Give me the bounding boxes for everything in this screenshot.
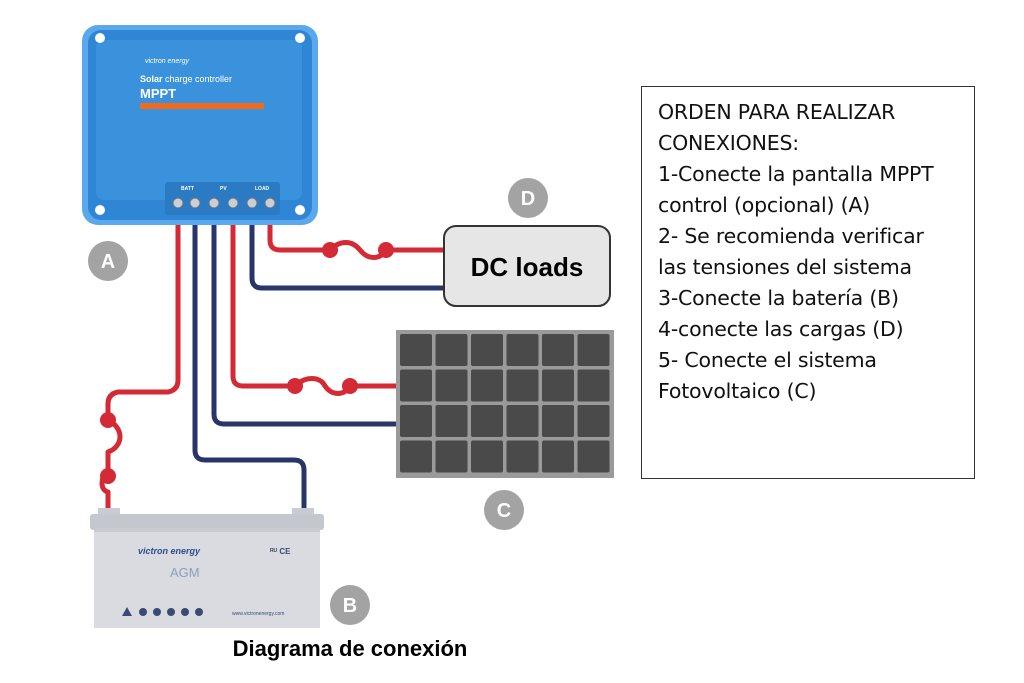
instruction-line: 2- Se recomienda verificar [658,224,924,248]
solar-cell [577,405,610,437]
wires [99,202,449,515]
svg-text:B: B [343,595,357,617]
solar-cells [400,334,610,473]
instruction-line: control (opcional) (A) [658,193,871,217]
battery-url: www.victronenergy.com [232,611,284,617]
pv-positive-wire [230,202,401,396]
solar-cell [506,440,539,473]
svg-text:C: C [497,500,511,522]
solar-cell [471,334,503,366]
controller-subtitle: charge controller [163,74,233,84]
solar-cell [577,440,610,473]
solar-cell [400,334,432,366]
battery-brand: victron energy [138,546,201,556]
load-positive-wire [267,202,449,260]
diagram-caption: Diagrama de conexión [232,636,468,661]
solar-cell [400,440,432,473]
instruction-line: Fotovoltaico (C) [658,379,817,403]
badge-a: A [88,241,128,281]
battery: victron energy ᴿᵁ CE AGM www.victronener… [90,508,324,628]
instruction-line: las tensiones del sistema [658,255,912,279]
instruction-line: 5- Conecte el sistema [658,348,877,372]
battery-negative-wire [192,202,307,515]
solar-cell [471,405,503,437]
load-fuse-right [378,242,394,258]
load-fuse-left [322,242,338,258]
controller-model: MPPT [140,86,176,101]
terminal-load-label: LOAD [255,186,270,192]
battery-cert: ᴿᵁ CE [270,547,291,556]
terminal-screws [172,197,276,209]
svg-text:Solar charge controller: Solar charge controller [140,74,232,84]
solar-cell [506,334,539,366]
solar-cell [400,405,432,437]
solar-cell [506,369,539,402]
solar-cell [542,440,574,473]
instructions-list: ORDEN PARA REALIZAR CONEXIONES: 1-Conecte … [658,97,960,407]
pv-negative-wire [211,202,401,427]
dc-loads-label: DC loads [471,252,584,282]
badge-d: D [508,178,548,218]
controller-brand: victron energy [145,58,189,65]
instruction-line: 3-Conecte la batería (B) [658,286,899,310]
battery-fuse-top [100,412,116,428]
load-negative-wire [249,202,449,291]
badge-c: C [484,490,524,530]
solar-cell [577,334,610,366]
instruction-line: 4-conecte las cargas (D) [658,317,904,341]
terminal-pv-label: PV [220,186,227,192]
instructions-box: ORDEN PARA REALIZAR CONEXIONES: 1-Conecte … [641,86,975,479]
charge-controller: victron energy Solar charge controller M… [82,25,318,225]
controller-accent-bar [140,103,264,109]
solar-cell [435,369,468,402]
solar-cell [435,440,468,473]
battery-symbols [122,607,203,616]
badge-b: B [330,585,370,625]
solar-cell [471,369,503,402]
solar-cell [542,405,574,437]
solar-cell [435,334,468,366]
instruction-line: CONEXIONES: [658,131,799,155]
solar-cell [542,334,574,366]
pv-fuse-right [342,378,358,394]
terminal-batt-label: BATT [181,186,194,192]
dc-loads-box: DC loads [443,225,611,307]
solar-panel [396,330,614,478]
solar-cell [400,369,432,402]
svg-text:D: D [521,188,535,210]
instruction-line: ORDEN PARA REALIZAR [658,100,896,124]
instruction-line: 1-Conecte la pantalla MPPT [658,162,934,186]
solar-cell [471,440,503,473]
solar-cell [577,369,610,402]
solar-cell [506,405,539,437]
battery-type: AGM [170,565,200,580]
controller-subtitle-bold: Solar [140,74,163,84]
pv-fuse-left [287,378,303,394]
battery-fuse-bottom [100,468,116,484]
svg-text:A: A [101,251,115,273]
solar-cell [435,405,468,437]
solar-cell [542,369,574,402]
